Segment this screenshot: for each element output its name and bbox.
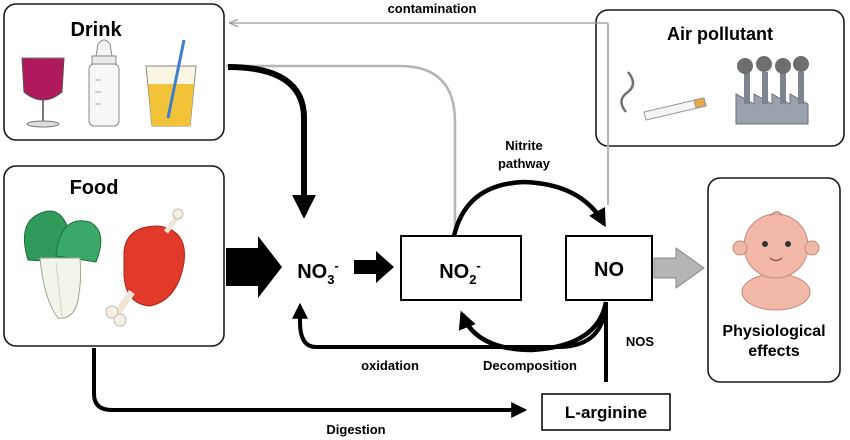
air-pollutant-box: Air pollutant [595, 9, 845, 147]
nitrite-label: NO2- [439, 258, 481, 287]
digestion-label: Digestion [326, 422, 385, 437]
nitrite-pathway-label-line1: Nitrite [505, 138, 543, 153]
no-to-effects-arrow [653, 247, 705, 289]
wine-glass-icon [21, 57, 65, 128]
nitrate-sup: - [334, 258, 338, 273]
nitrite-base: NO [439, 261, 469, 283]
food-box: Food [3, 165, 225, 347]
drink-box: Drink [3, 3, 225, 141]
drink-to-nitrite-line [226, 64, 457, 236]
nitrate-label: NO3- [297, 258, 339, 287]
nitrite-sup: - [476, 258, 480, 273]
air-pollutant-label: Air pollutant [667, 24, 773, 44]
arginine-label: L-arginine [565, 403, 647, 422]
arginine-node: L-arginine [541, 393, 671, 431]
drink-to-nitrate-arrow [227, 64, 316, 219]
decomposition-label: Decomposition [483, 358, 577, 373]
digestion-arrow [92, 348, 528, 418]
nitrite-pathway-label-line2: pathway [498, 156, 551, 171]
baby-icon [732, 211, 820, 311]
no-label: NO [594, 259, 624, 281]
nos-label: NOS [626, 334, 655, 349]
physiological-effects-line1: Physiological [722, 323, 825, 340]
bok-choy-icon [23, 210, 102, 319]
drink-label: Drink [70, 19, 122, 41]
juice-glass-icon [145, 39, 197, 127]
food-to-nitrate-arrow [226, 236, 282, 298]
contamination-arrow [230, 23, 609, 205]
nitrite-sub: 2 [469, 272, 476, 287]
factory-icon [735, 56, 809, 125]
nitrate-sub: 3 [327, 272, 334, 287]
physiological-effects-line2: effects [748, 343, 800, 360]
oxidation-arrow [292, 301, 608, 349]
meat-icon [105, 208, 185, 327]
nitrate-node: NO3- [297, 258, 339, 287]
baby-bottle-icon [88, 39, 120, 127]
nitrate-to-nitrite-arrow [354, 251, 394, 283]
physiological-effects-box: Physiological effects [707, 177, 841, 383]
contamination-label: contamination [388, 1, 477, 16]
decomposition-arrow [458, 301, 609, 353]
nitrite-pathway-arrow [451, 179, 606, 237]
nitrite-node: NO2- [400, 235, 522, 301]
no-node: NO [565, 235, 653, 301]
nitrate-base: NO [297, 261, 327, 283]
oxidation-label: oxidation [361, 358, 419, 373]
cigarette-icon [620, 71, 707, 121]
food-label: Food [70, 177, 119, 199]
